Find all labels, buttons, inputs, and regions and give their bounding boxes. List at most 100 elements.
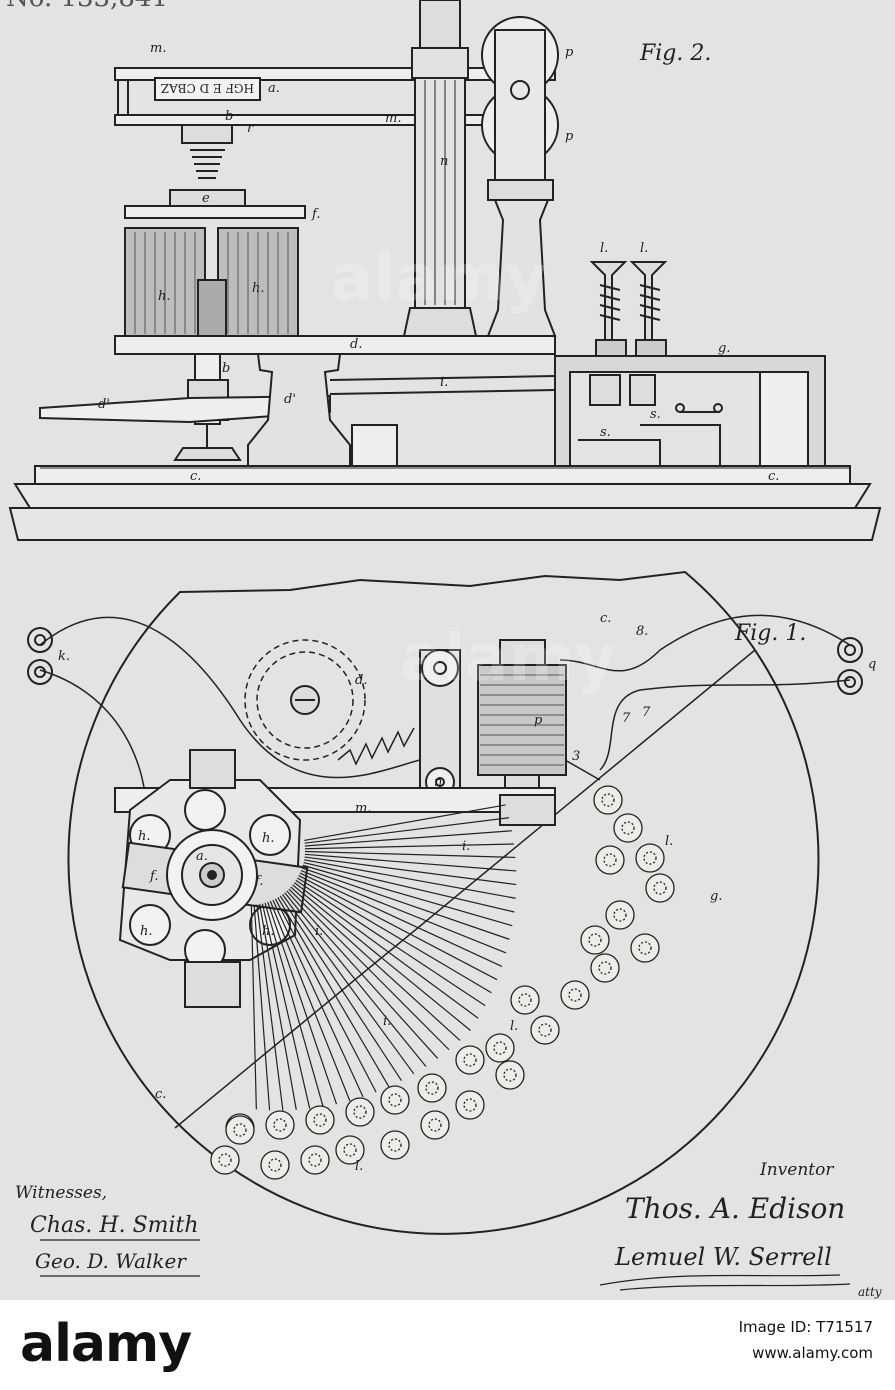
key-button: [646, 874, 674, 902]
attorney-suffix: atty: [858, 1285, 882, 1299]
label-l-fig1-b: l.: [510, 1019, 518, 1034]
label-n: n: [440, 154, 448, 169]
binding-posts: [592, 262, 666, 358]
label-7-one: 7: [622, 711, 631, 726]
key-button: [486, 1034, 514, 1062]
attorney-signature: Lemuel W. Serrell: [614, 1243, 832, 1271]
key-button: [381, 1131, 409, 1159]
witnesses-label: Witnesses,: [15, 1183, 107, 1203]
label-n-fig1: n: [434, 775, 442, 790]
label-h-fig1-c: h.: [140, 924, 153, 939]
label-f: f.: [311, 207, 320, 222]
label-h-fig1-b: h.: [262, 831, 275, 846]
key-button: [561, 981, 589, 1009]
label-l-one: l.: [600, 241, 608, 256]
signature-block: Witnesses, Chas. H. Smith Geo. D. Walker…: [15, 1160, 882, 1299]
key-button: [511, 986, 539, 1014]
key-lever: [305, 831, 512, 846]
label-b-bottom: b: [222, 361, 230, 376]
key-button: [456, 1091, 484, 1119]
label-m-top: m.: [150, 41, 166, 56]
key-button: [226, 1116, 254, 1144]
key-button: [306, 1106, 334, 1134]
label-d-prime-left: d': [98, 397, 110, 412]
site-url[interactable]: www.alamy.com: [752, 1344, 873, 1362]
label-g-fig1: g.: [710, 889, 722, 904]
label-m-mid: m.: [385, 111, 401, 126]
inventor-signature: Thos. A. Edison: [625, 1192, 845, 1225]
watermark-mid: alamy: [400, 622, 617, 696]
watermark-top: alamy: [330, 242, 547, 316]
key-lever: [296, 880, 485, 1005]
key-button: [211, 1146, 239, 1174]
label-g-side: g.: [718, 341, 730, 356]
label-p-top: p: [565, 45, 574, 60]
patent-drawing: No. 133,841 Fig. 2. HGF E D CBAZ: [0, 0, 895, 1300]
label-b-top: b: [225, 109, 233, 124]
stock-footer: alamy Image ID: T71517 www.alamy.com: [0, 1300, 895, 1390]
label-f-fig1-right: f.: [254, 874, 263, 889]
key-lever: [305, 844, 514, 849]
key-lever: [285, 893, 426, 1067]
label-p-bottom: p: [565, 129, 574, 144]
key-button: [456, 1046, 484, 1074]
alamy-logo[interactable]: alamy: [20, 1314, 191, 1374]
key-button: [266, 1111, 294, 1139]
key-button: [606, 901, 634, 929]
type-wheel-letters: HGF E D CBAZ: [161, 81, 254, 95]
key-button: [594, 786, 622, 814]
witness-signature-2: Geo. D. Walker: [35, 1249, 187, 1273]
key-lever: [282, 894, 413, 1074]
label-h-fig1-a: h.: [138, 829, 151, 844]
magnet-coils: [125, 228, 298, 336]
key-button: [531, 1016, 559, 1044]
fig1-title: Fig. 1.: [734, 621, 806, 646]
key-lever: [299, 876, 497, 980]
label-l-fig1-c: l.: [355, 1159, 363, 1174]
key-button: [421, 1111, 449, 1139]
witness-signature-1: Chas. H. Smith: [30, 1213, 199, 1238]
key-button: [581, 926, 609, 954]
key-button: [418, 1074, 446, 1102]
label-r: r: [247, 121, 254, 136]
label-i: i.: [440, 375, 448, 390]
label-h-fig1-d: h.: [262, 924, 275, 939]
label-7-two: 7: [642, 705, 651, 720]
key-button: [614, 814, 642, 842]
label-3: 3: [572, 749, 580, 764]
patent-number: No. 133,841: [6, 0, 168, 13]
label-l-fig1-a: l.: [665, 834, 673, 849]
key-button: [636, 844, 664, 872]
label-a-fig1: a.: [196, 849, 208, 864]
fig2-title: Fig. 2.: [639, 41, 711, 66]
inventor-label: Inventor: [759, 1160, 834, 1180]
label-e: e: [202, 191, 210, 206]
key-button: [381, 1086, 409, 1114]
patent-drawing-plate: No. 133,841 Fig. 2. HGF E D CBAZ: [0, 0, 895, 1300]
label-h-left: h.: [158, 289, 171, 304]
key-lever: [300, 873, 502, 966]
label-p-fig1: p: [534, 713, 543, 728]
label-8: 8.: [636, 624, 648, 639]
key-lever: [294, 883, 478, 1019]
label-d-fig1: d.: [355, 673, 367, 688]
key-button: [301, 1146, 329, 1174]
terminal-k: [28, 628, 52, 684]
label-c-fig1-bottom: c.: [155, 1087, 166, 1102]
key-button: [346, 1098, 374, 1126]
label-a: a.: [268, 81, 280, 96]
label-d-prime-right: d': [284, 392, 296, 407]
label-c-right: c.: [768, 469, 779, 484]
label-i-fig1-c: i.: [383, 1014, 391, 1029]
label-l-two: l.: [640, 241, 648, 256]
label-k: k.: [58, 649, 70, 664]
label-s-one: s.: [650, 407, 661, 422]
key-button: [261, 1151, 289, 1179]
key-button: [496, 1061, 524, 1089]
key-button: [591, 954, 619, 982]
label-h-right: h.: [252, 281, 265, 296]
key-lever: [275, 899, 376, 1092]
key-button: [631, 934, 659, 962]
label-i-fig1-b: i.: [315, 924, 323, 939]
